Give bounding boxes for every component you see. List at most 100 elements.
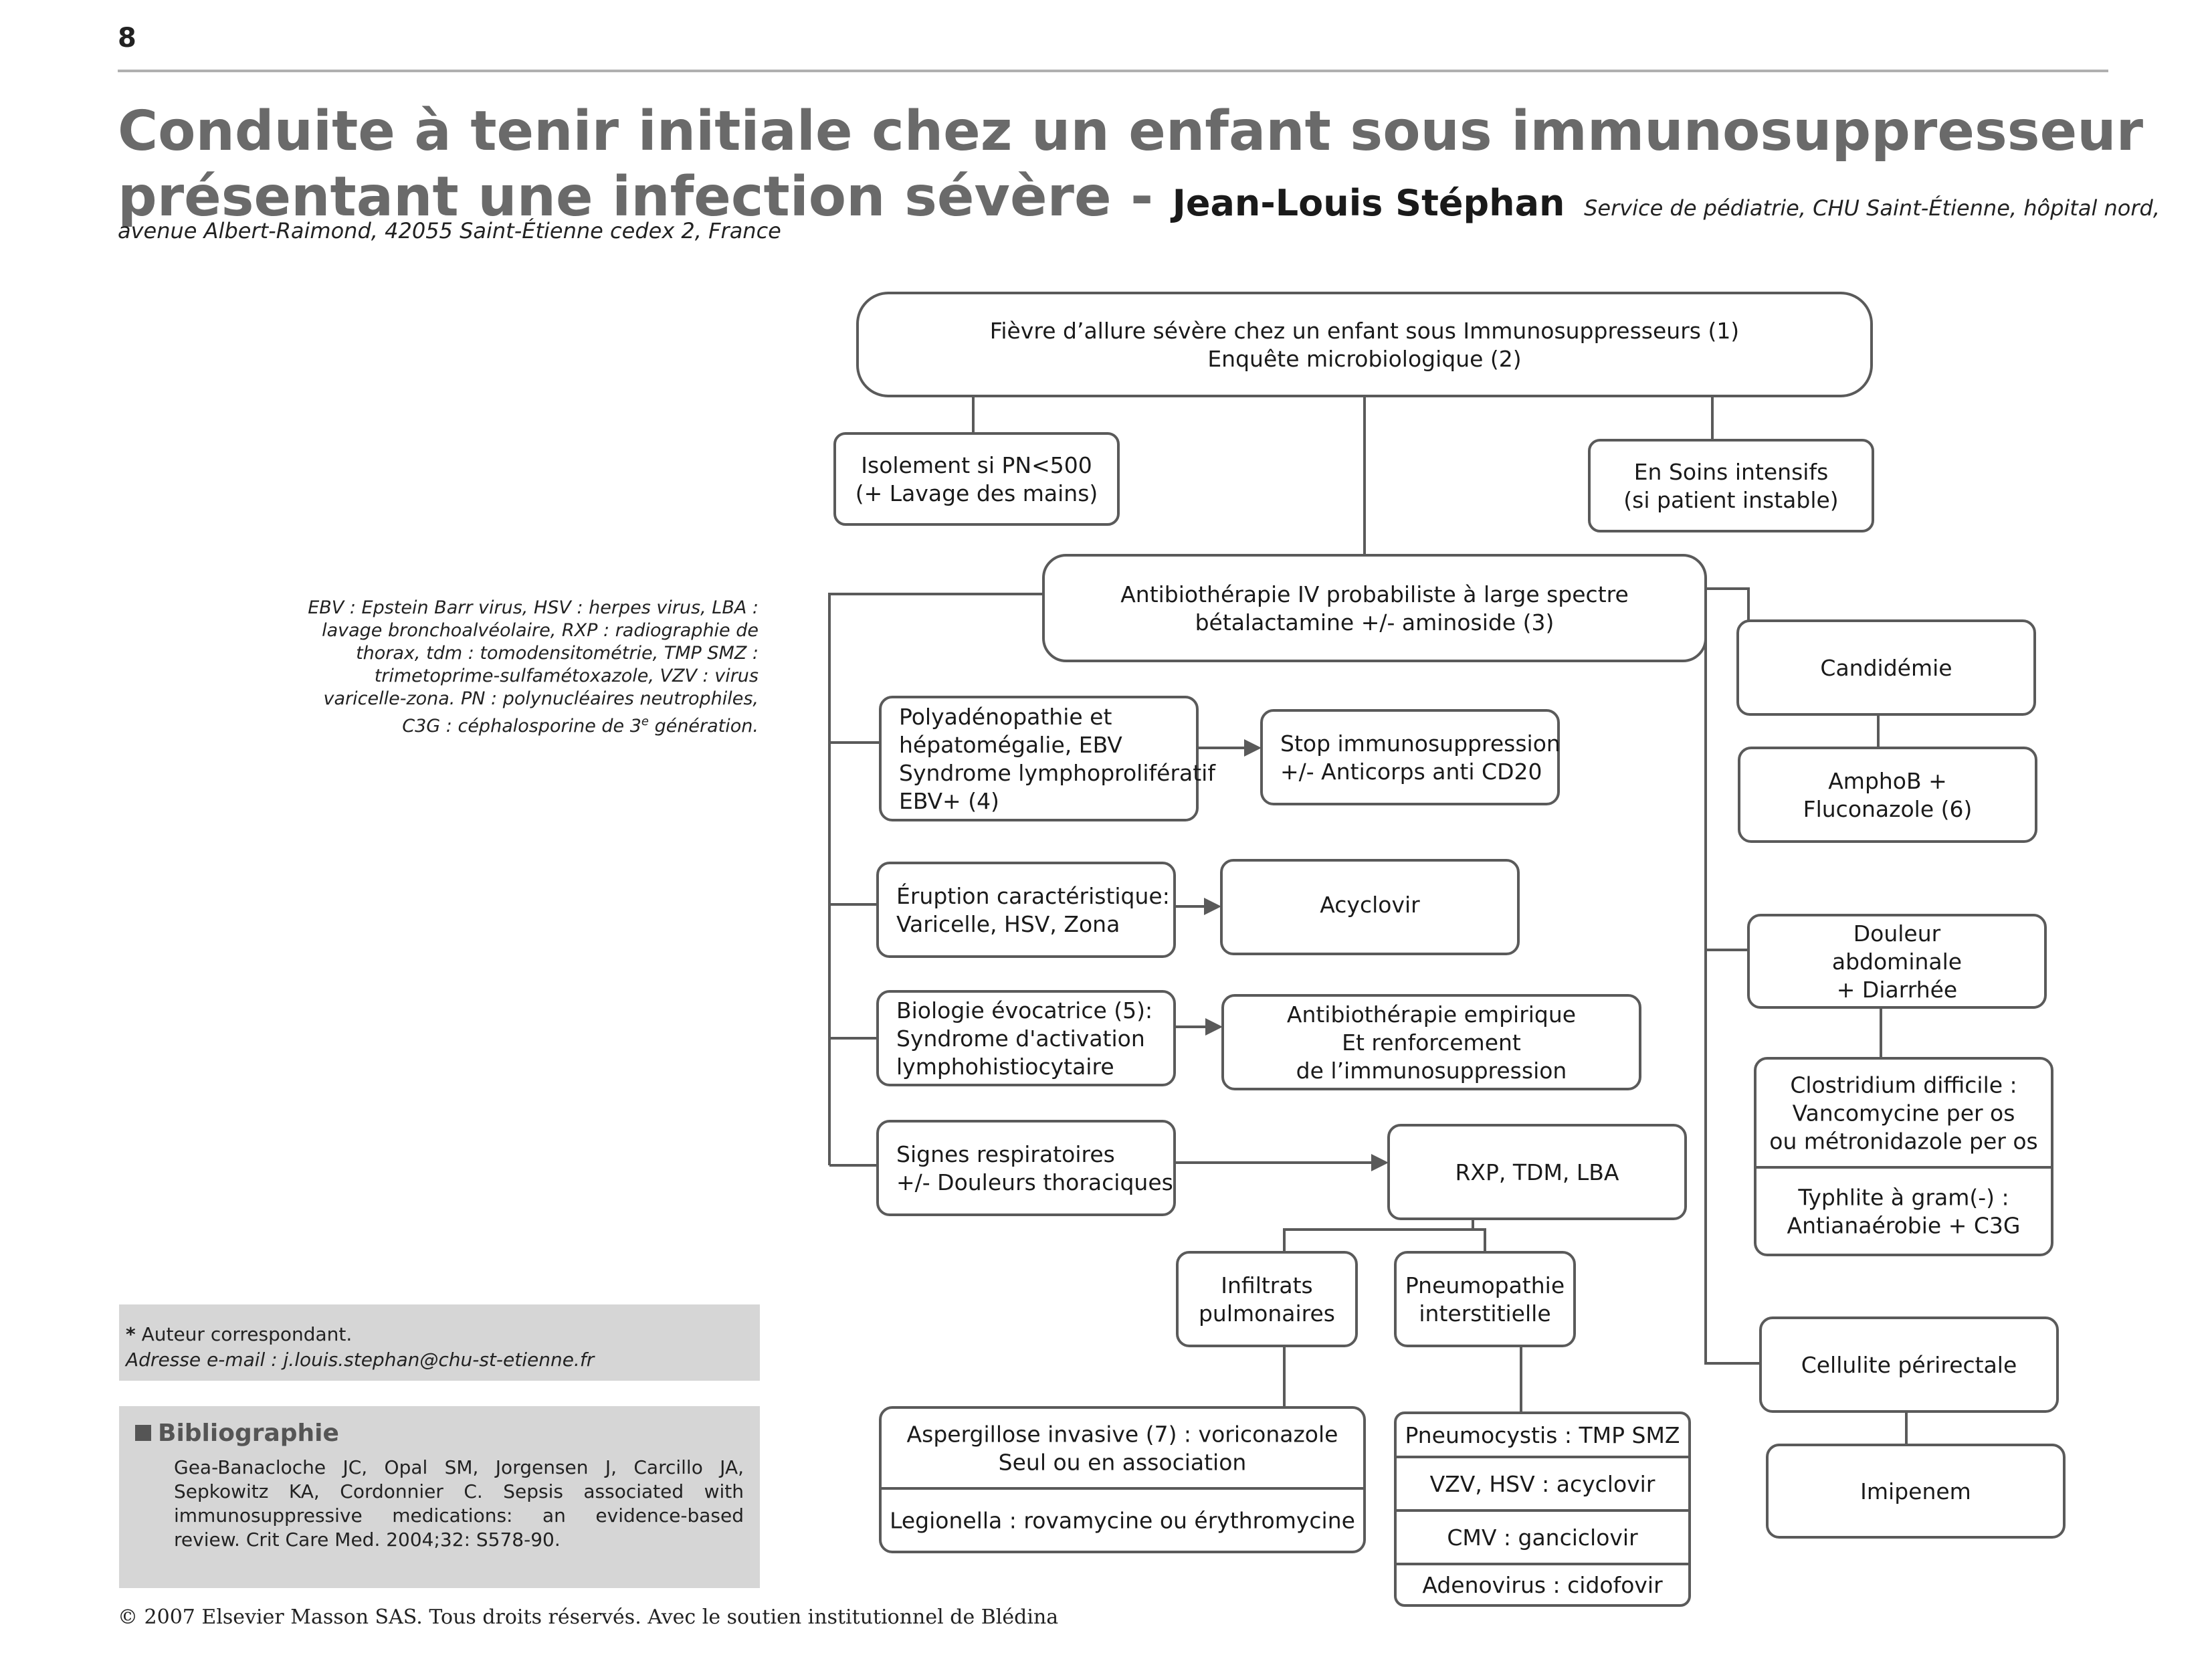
- label-rxp: RXP, TDM, LBA: [1455, 1159, 1619, 1185]
- label-polyadeno: Syndrome lymphoprolifératif: [899, 760, 1216, 786]
- author-note-label: Auteur correspondant.: [141, 1323, 353, 1345]
- label-isolement: Isolement si PN<500: [861, 452, 1092, 478]
- abbrev-line: trimetoprime-sulfamétoxazole, VZV : viru…: [374, 666, 759, 686]
- abbrev-line: varicelle-zona. PN : polynucléaires neut…: [323, 688, 759, 709]
- label-aspergillose: Seul ou en association: [999, 1450, 1247, 1476]
- title-line-1: Conduite à tenir initiale chez un enfant…: [118, 100, 2144, 163]
- box-candidemie: [1736, 619, 2036, 716]
- label-clostridium: Vancomycine per os: [1793, 1100, 2015, 1127]
- connector: [1473, 1228, 1486, 1252]
- connectors: [828, 396, 1908, 1445]
- box-polyadeno: [879, 696, 1199, 821]
- box-biologie: [876, 990, 1176, 1086]
- box-acyclovir: [1220, 859, 1520, 955]
- label-biologie: Biologie évocatrice (5):: [896, 997, 1152, 1023]
- box-rxp: [1387, 1124, 1687, 1220]
- abbreviations-note: EBV : Epstein Barr virus, HSV : herpes v…: [254, 597, 759, 738]
- label-soins: (si patient instable): [1623, 487, 1838, 513]
- box-eruption: [876, 862, 1176, 958]
- label-polyadeno: Polyadénopathie et: [899, 704, 1112, 730]
- label-stop-immuno: Stop immunosuppression: [1280, 730, 1561, 757]
- label-stop-immuno: +/- Anticorps anti CD20: [1280, 759, 1542, 785]
- top-rule: [118, 70, 2108, 72]
- label-douleur: + Diarrhée: [1837, 977, 1957, 1003]
- box-signes-resp: [876, 1120, 1176, 1216]
- box-douleur: [1747, 914, 2047, 1009]
- label-cmv: CMV : ganciclovir: [1447, 1525, 1638, 1551]
- label-antibio: Antibiothérapie IV probabiliste à large …: [1120, 581, 1629, 607]
- label-clostridium: Clostridium difficile :: [1790, 1072, 2017, 1098]
- box-aspergillose: [879, 1406, 1366, 1553]
- abbrev-line: lavage bronchoalvéolaire, RXP : radiogra…: [322, 620, 759, 641]
- label-fever: Enquête microbiologique (2): [1207, 346, 1521, 372]
- box-antibio-empirique: [1221, 994, 1641, 1090]
- boxes: Fièvre d’allure sévère chez un enfant so…: [833, 292, 2066, 1607]
- label-imipenem: Imipenem: [1860, 1478, 1971, 1504]
- author-note: * Auteur correspondant.: [126, 1323, 352, 1345]
- arrowhead: [1205, 1018, 1223, 1036]
- label-clostridium: ou métronidazole per os: [1769, 1129, 2037, 1155]
- bibliography-reference: Gea-Banacloche JC, Opal SM, Jorgensen J,…: [174, 1456, 744, 1551]
- box-pneumopathie: [1394, 1251, 1576, 1347]
- label-biologie: lymphohistiocytaire: [896, 1054, 1114, 1080]
- title-line-2: présentant une infection sévère -: [118, 165, 1154, 229]
- author-note-box: [119, 1304, 760, 1381]
- label-douleur: Douleur: [1853, 920, 1941, 947]
- box-cellulite: [1759, 1316, 2059, 1413]
- box-soins: [1588, 439, 1874, 532]
- connector: [1704, 629, 1761, 1365]
- label-antibio-empirique: de l’immunosuppression: [1296, 1058, 1567, 1084]
- label-amphob: AmphoB +: [1828, 768, 1947, 794]
- arrowhead: [1244, 739, 1262, 757]
- connector: [1283, 1219, 1474, 1252]
- box-stop-immuno: [1260, 709, 1560, 805]
- abbrev-line: EBV : Epstein Barr virus, HSV : herpes v…: [308, 597, 759, 618]
- abbrev-line: génération.: [648, 716, 759, 737]
- label-signes-resp: Signes respiratoires: [896, 1141, 1115, 1167]
- label-adenovirus: Adenovirus : cidofovir: [1422, 1572, 1663, 1598]
- affiliation-line-1: Service de pédiatrie, CHU Saint-Étienne,…: [1584, 195, 2160, 221]
- label-acyclovir: Acyclovir: [1320, 892, 1420, 918]
- label-aspergillose: Aspergillose invasive (7) : voriconazole: [907, 1422, 1338, 1448]
- copyright: © 2007 Elsevier Masson SAS. Tous droits …: [118, 1605, 1059, 1629]
- bibliography-title: Bibliographie: [158, 1420, 339, 1447]
- label-infiltrats: Infiltrats: [1221, 1272, 1312, 1298]
- label-amphob: Fluconazole (6): [1803, 796, 1973, 822]
- box-antibio: [1042, 554, 1707, 662]
- label-douleur: abdominale: [1832, 949, 1962, 975]
- label-legionella: Legionella : rovamycine ou érythromycine: [890, 1508, 1355, 1534]
- box-infiltrats: [1176, 1251, 1358, 1347]
- square-bullet-icon: [135, 1425, 151, 1441]
- label-eruption: Éruption caractéristique:: [896, 882, 1170, 909]
- abbrev-superscript: e: [641, 714, 649, 728]
- label-pneumocystis: Pneumocystis : TMP SMZ: [1405, 1422, 1680, 1448]
- label-vzv: VZV, HSV : acyclovir: [1430, 1471, 1655, 1497]
- bibliography-box: [119, 1406, 760, 1588]
- author-star: *: [126, 1323, 136, 1345]
- label-typhlite: Antianaérobie + C3G: [1787, 1213, 2021, 1239]
- affiliation-line-2: avenue Albert-Raimond, 42055 Saint-Étien…: [118, 218, 781, 243]
- label-eruption: Varicelle, HSV, Zona: [896, 911, 1120, 937]
- abbrev-line: C3G : céphalosporine de 3: [402, 716, 641, 737]
- author-email: Adresse e-mail : j.louis.stephan@chu-st-…: [126, 1349, 595, 1371]
- page-title: Conduite à tenir initiale chez un enfant…: [118, 99, 2160, 241]
- label-polyadeno: EBV+ (4): [899, 788, 999, 814]
- label-signes-resp: +/- Douleurs thoraciques: [896, 1169, 1173, 1195]
- label-soins: En Soins intensifs: [1634, 459, 1829, 485]
- arrowhead: [1371, 1154, 1389, 1171]
- label-infiltrats: pulmonaires: [1199, 1300, 1335, 1327]
- bibliography-heading: Bibliographie: [135, 1420, 339, 1447]
- label-fever: Fièvre d’allure sévère chez un enfant so…: [990, 318, 1739, 344]
- label-pneumopathie: Pneumopathie: [1405, 1272, 1565, 1298]
- box-amphob: [1738, 747, 2037, 843]
- box-imipenem: [1766, 1444, 2066, 1539]
- label-cellulite: Cellulite périrectale: [1801, 1352, 2017, 1378]
- author-name: Jean-Louis Stéphan: [1172, 182, 1565, 224]
- label-pneumopathie: interstitielle: [1419, 1300, 1550, 1327]
- box-isolement: [833, 432, 1120, 526]
- box-fever: [856, 292, 1873, 397]
- box-clostridium: [1754, 1057, 2053, 1256]
- abbrev-line: thorax, tdm : tomodensitométrie, TMP SMZ…: [356, 643, 759, 664]
- label-candidemie: Candidémie: [1820, 655, 1952, 681]
